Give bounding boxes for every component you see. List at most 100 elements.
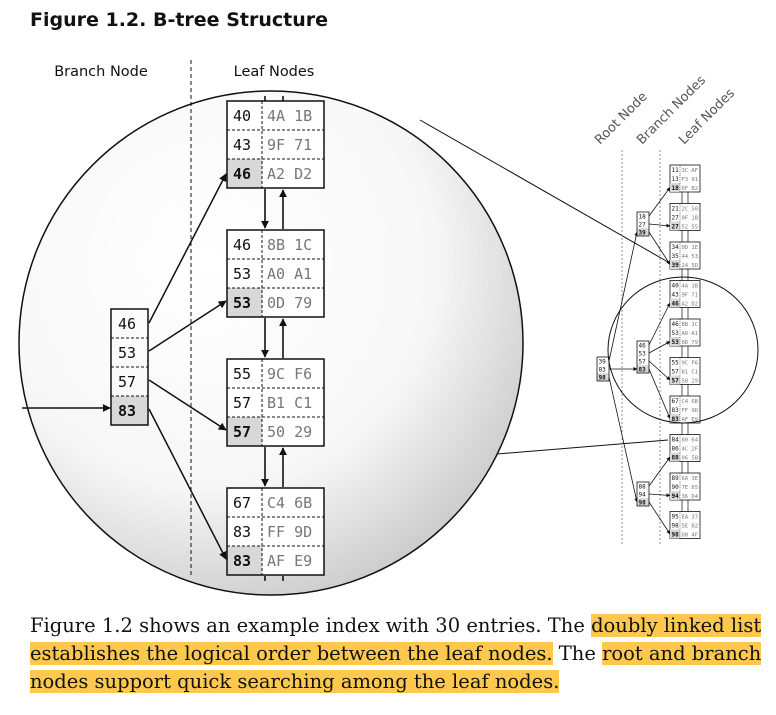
branch-pointers bbox=[22, 173, 227, 560]
mini-pointer bbox=[608, 376, 639, 503]
mini-pointer bbox=[608, 231, 639, 362]
mini-branch-key: 94 bbox=[639, 492, 647, 499]
mini-branch-box bbox=[636, 340, 650, 374]
last-key-shade bbox=[227, 546, 262, 575]
mini-leaf-key: 11 bbox=[672, 167, 680, 174]
mini-leaf-key: 46 bbox=[672, 321, 680, 328]
mini-leaf-key: 83 bbox=[672, 416, 680, 423]
mini-leaf-key: 53 bbox=[672, 330, 680, 337]
mini-pointer bbox=[648, 493, 671, 498]
last-key-shade bbox=[670, 337, 680, 346]
leaf-key: 57 bbox=[233, 423, 251, 441]
mini-row-id: 3C AF bbox=[682, 168, 699, 174]
leaf-key: 53 bbox=[233, 265, 251, 283]
mini-pointer bbox=[648, 231, 671, 265]
mini-row-id: EA 37 bbox=[682, 515, 699, 521]
row-id: 8B 1C bbox=[267, 236, 312, 254]
zoom-connector-bottom bbox=[484, 439, 669, 456]
leaf-node-box bbox=[226, 229, 325, 318]
mini-row-id: 6A 3E bbox=[682, 476, 699, 482]
mini-branch-key: 88 bbox=[639, 484, 647, 491]
mini-branch-key: 39 bbox=[639, 230, 647, 237]
mini-leaf-key: 13 bbox=[672, 176, 680, 183]
row-id: 50 29 bbox=[267, 423, 312, 441]
row-id: C4 6B bbox=[267, 494, 312, 512]
figure-caption: Figure 1.2 shows an example index with 3… bbox=[30, 612, 770, 696]
mini-leaf-key: 84 bbox=[672, 437, 680, 444]
row-id: A0 A1 bbox=[267, 265, 312, 283]
mini-leaf-key: 27 bbox=[672, 224, 680, 231]
mini-row-id: 8B 1C bbox=[682, 322, 699, 328]
mini-pointer bbox=[648, 360, 671, 381]
mini-row-id: 0F 1B bbox=[682, 216, 699, 222]
branch-node-label: Branch Node bbox=[54, 64, 148, 80]
mini-branch-key: 53 bbox=[639, 351, 647, 358]
last-key-shade bbox=[227, 159, 262, 188]
mini-leaf-key: 39 bbox=[672, 262, 680, 269]
mini-row-id: A2 D2 bbox=[682, 302, 699, 308]
mini-row-id: F3 91 bbox=[682, 177, 699, 183]
mini-branch-key: 83 bbox=[639, 367, 647, 374]
mini-root-key: 39 bbox=[599, 359, 607, 366]
mini-leaf-key: 88 bbox=[672, 455, 680, 462]
leaf-key: 83 bbox=[233, 552, 251, 570]
mini-pointer bbox=[648, 501, 671, 535]
last-key-shade bbox=[670, 375, 680, 385]
mini-leaf-key: 94 bbox=[672, 493, 680, 500]
mini-leaf-key: 98 bbox=[672, 532, 680, 539]
leaf-key: 53 bbox=[233, 294, 251, 312]
last-key-shade bbox=[670, 452, 680, 462]
leaf-key: 40 bbox=[233, 107, 251, 125]
zoom-region-circle bbox=[607, 276, 759, 424]
mini-row-id: 0D 1E bbox=[682, 245, 699, 251]
mini-leaf-key: 35 bbox=[672, 253, 680, 260]
magnifier-lens bbox=[18, 90, 524, 596]
mini-row-id: B1 C1 bbox=[682, 370, 699, 376]
mini-pointer bbox=[648, 302, 671, 346]
mini-pointer bbox=[648, 456, 671, 487]
branch-key: 83 bbox=[118, 402, 136, 420]
mini-leaf-key: 67 bbox=[672, 398, 680, 405]
overview-pointers bbox=[608, 187, 689, 535]
mini-leaf-key: 46 bbox=[672, 301, 680, 308]
branch-key: 53 bbox=[118, 344, 136, 362]
mini-row-id: 7E 65 bbox=[682, 485, 699, 491]
mini-row-id: 5E B2 bbox=[682, 524, 699, 530]
mini-pointer bbox=[648, 187, 671, 217]
figure-title: Figure 1.2. B-tree Structure bbox=[30, 9, 328, 31]
last-key-shade bbox=[670, 183, 680, 192]
row-id: B1 C1 bbox=[267, 394, 312, 412]
mini-leaf-key: 18 bbox=[672, 185, 680, 192]
mini-row-id: FF 9D bbox=[682, 408, 699, 414]
branch-key: 57 bbox=[118, 373, 136, 391]
mini-row-id: D8 4F bbox=[682, 533, 699, 539]
mini-row-id: 9C F6 bbox=[682, 361, 699, 367]
mini-row-id: 50 29 bbox=[682, 379, 699, 385]
last-key-shade bbox=[637, 228, 649, 236]
mini-row-id: 36 D4 bbox=[682, 494, 699, 500]
mini-row-id: 6F B2 bbox=[682, 186, 699, 192]
mini-row-id: 9F 71 bbox=[682, 293, 699, 299]
pointer-arrow bbox=[148, 173, 227, 324]
caption-text: The bbox=[552, 642, 603, 665]
mini-branch-key: 46 bbox=[639, 343, 647, 350]
tree-overview: Root Node Branch Nodes Leaf Nodes 398398… bbox=[592, 73, 759, 545]
last-key-shade bbox=[227, 417, 262, 446]
